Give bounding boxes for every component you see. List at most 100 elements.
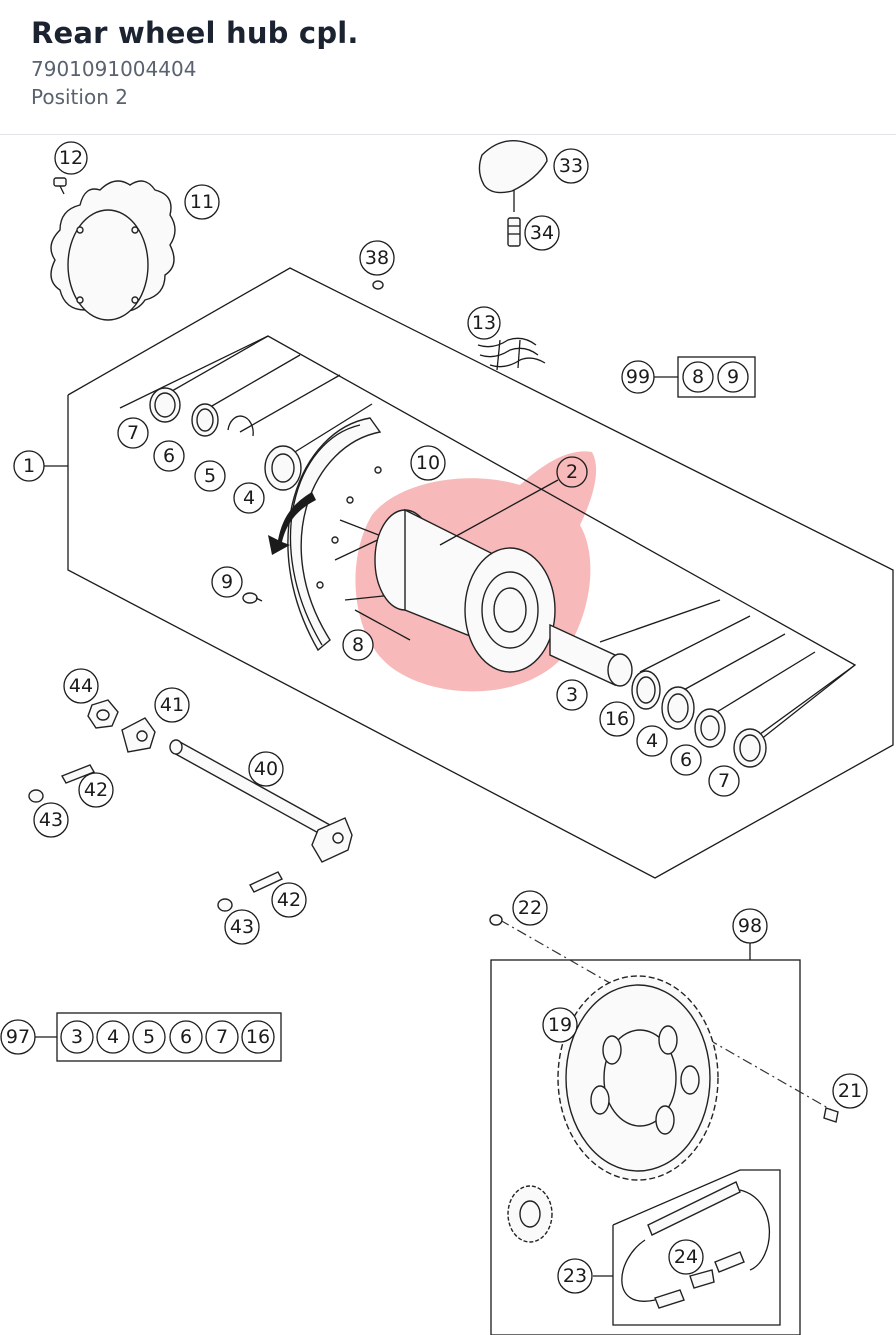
wheel-rim — [287, 417, 382, 652]
callout-16[interactable]: 16 — [599, 701, 635, 737]
svg-text:10: 10 — [416, 452, 440, 474]
callout-5[interactable]: 5 — [194, 460, 226, 492]
assembly-frame-inner — [119, 335, 857, 741]
kit-97-item-3[interactable]: 3 — [60, 1020, 94, 1054]
svg-text:99: 99 — [626, 366, 650, 388]
rim-tool-part — [478, 140, 548, 212]
svg-text:7: 7 — [718, 770, 730, 792]
callout-2[interactable]: 2 — [556, 456, 588, 488]
svg-text:12: 12 — [59, 147, 83, 169]
svg-text:8: 8 — [352, 634, 364, 656]
callout-98[interactable]: 98 — [732, 908, 768, 944]
callout-19[interactable]: 19 — [542, 1007, 578, 1043]
callout-7-right[interactable]: 7 — [708, 765, 740, 797]
callout-23[interactable]: 23 — [557, 1258, 593, 1294]
svg-text:42: 42 — [84, 779, 108, 801]
svg-text:43: 43 — [39, 809, 63, 831]
svg-text:44: 44 — [69, 675, 93, 697]
callout-44[interactable]: 44 — [63, 668, 99, 704]
callout-11[interactable]: 11 — [184, 184, 220, 220]
callout-4-left[interactable]: 4 — [233, 482, 265, 514]
callout-42-lower[interactable]: 42 — [271, 882, 307, 918]
svg-text:16: 16 — [246, 1026, 270, 1048]
callout-8[interactable]: 8 — [342, 629, 374, 661]
disc-bolt — [53, 177, 67, 195]
callout-24[interactable]: 24 — [668, 1239, 704, 1275]
kit-97-item-7[interactable]: 7 — [205, 1020, 239, 1054]
callout-43-lower[interactable]: 43 — [224, 909, 260, 945]
svg-text:4: 4 — [646, 730, 658, 752]
rim-band — [477, 337, 546, 371]
part-number: 7901091004404 — [31, 57, 197, 81]
callout-10[interactable]: 10 — [410, 445, 446, 481]
callout-7-left[interactable]: 7 — [117, 417, 149, 449]
svg-text:3: 3 — [71, 1026, 83, 1048]
svg-text:13: 13 — [472, 312, 496, 334]
callout-34[interactable]: 34 — [524, 215, 560, 251]
svg-text:11: 11 — [190, 191, 214, 213]
callout-1[interactable]: 1 — [13, 450, 45, 482]
svg-text:41: 41 — [160, 694, 184, 716]
svg-text:6: 6 — [163, 445, 175, 467]
position-label: Position 2 — [31, 85, 128, 109]
callout-21[interactable]: 21 — [832, 1073, 868, 1109]
svg-text:1: 1 — [23, 455, 35, 477]
adjuster-pin-2 — [249, 871, 283, 893]
kit-99-item-8[interactable]: 8 — [682, 361, 714, 393]
svg-text:9: 9 — [221, 571, 233, 593]
callout-97[interactable]: 97 — [0, 1019, 36, 1055]
svg-text:5: 5 — [204, 465, 216, 487]
adjuster-nut-1 — [28, 789, 44, 803]
callout-22[interactable]: 22 — [512, 890, 548, 926]
svg-text:22: 22 — [518, 897, 542, 919]
callout-12[interactable]: 12 — [54, 141, 88, 175]
svg-text:2: 2 — [566, 461, 578, 483]
callout-41[interactable]: 41 — [154, 687, 190, 723]
kit-97-item-5[interactable]: 5 — [132, 1020, 166, 1054]
svg-text:19: 19 — [548, 1014, 572, 1036]
callout-9[interactable]: 9 — [211, 566, 243, 598]
kit-97[interactable] — [32, 1012, 282, 1062]
front-sprocket — [507, 1185, 553, 1243]
rear-sprocket — [557, 975, 719, 1181]
rear-hub — [374, 508, 556, 673]
brake-disc — [50, 180, 176, 321]
svg-text:21: 21 — [838, 1080, 862, 1102]
valve-screw — [507, 217, 521, 247]
wheel-axle — [169, 739, 353, 863]
kit-97-item-16[interactable]: 16 — [241, 1020, 275, 1054]
svg-text:3: 3 — [566, 684, 578, 706]
svg-text:5: 5 — [143, 1026, 155, 1048]
sprocket-screw — [823, 1107, 839, 1123]
svg-text:34: 34 — [530, 222, 554, 244]
callout-43-upper[interactable]: 43 — [33, 802, 69, 838]
svg-text:97: 97 — [6, 1026, 30, 1048]
svg-text:4: 4 — [243, 487, 255, 509]
svg-text:40: 40 — [254, 758, 278, 780]
kit-99-item-9[interactable]: 9 — [717, 361, 749, 393]
kit-97-item-4[interactable]: 4 — [96, 1020, 130, 1054]
svg-text:4: 4 — [107, 1026, 119, 1048]
exploded-parts-diagram: 1 2 3 4 4 5 6 6 7 7 8 9 10 11 12 13 16 1… — [0, 135, 896, 1335]
svg-text:9: 9 — [727, 366, 739, 388]
svg-text:98: 98 — [738, 915, 762, 937]
callout-3[interactable]: 3 — [556, 679, 588, 711]
svg-text:6: 6 — [680, 749, 692, 771]
callout-6-right[interactable]: 6 — [670, 744, 702, 776]
callout-38[interactable]: 38 — [359, 240, 395, 276]
callout-33[interactable]: 33 — [553, 148, 589, 184]
kit-99[interactable] — [653, 356, 756, 398]
svg-text:7: 7 — [127, 422, 139, 444]
kit-97-item-6[interactable]: 6 — [169, 1020, 203, 1054]
page-header: Rear wheel hub cpl. 7901091004404 Positi… — [0, 0, 896, 135]
callout-40[interactable]: 40 — [248, 751, 284, 787]
callout-4-right[interactable]: 4 — [636, 725, 668, 757]
svg-text:7: 7 — [216, 1026, 228, 1048]
svg-text:6: 6 — [180, 1026, 192, 1048]
callout-13[interactable]: 13 — [467, 306, 501, 340]
sprocket-nut — [489, 914, 503, 926]
svg-text:43: 43 — [230, 916, 254, 938]
callout-6-left[interactable]: 6 — [153, 440, 185, 472]
callout-99[interactable]: 99 — [621, 360, 655, 394]
callout-42-upper[interactable]: 42 — [78, 772, 114, 808]
